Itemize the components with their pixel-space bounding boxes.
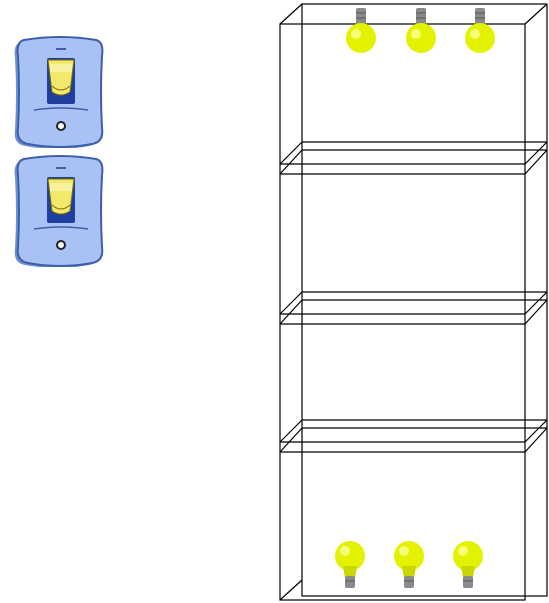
shelf-board-3 bbox=[279, 419, 548, 453]
wall-switch-icon bbox=[14, 155, 104, 267]
wall-switch-bottom[interactable] bbox=[14, 155, 106, 267]
top-bulb-2 bbox=[406, 8, 436, 53]
light-bulb-icon bbox=[453, 541, 483, 588]
top-bulb-1 bbox=[346, 8, 376, 53]
shelf-frame bbox=[279, 3, 548, 601]
shelf-board-2 bbox=[279, 291, 548, 325]
light-bulb-icon bbox=[346, 8, 376, 53]
wall-switch-top[interactable] bbox=[14, 36, 106, 148]
light-bulb-icon bbox=[406, 8, 436, 53]
bottom-bulb-3 bbox=[453, 541, 483, 588]
bottom-bulb-1 bbox=[335, 541, 365, 588]
top-bulb-3 bbox=[465, 8, 495, 53]
shelf-board-1 bbox=[279, 141, 548, 175]
bottom-bulb-2 bbox=[394, 541, 424, 588]
light-bulb-icon bbox=[394, 541, 424, 588]
light-bulb-icon bbox=[335, 541, 365, 588]
wall-switch-icon bbox=[14, 36, 104, 148]
light-bulb-icon bbox=[465, 8, 495, 53]
